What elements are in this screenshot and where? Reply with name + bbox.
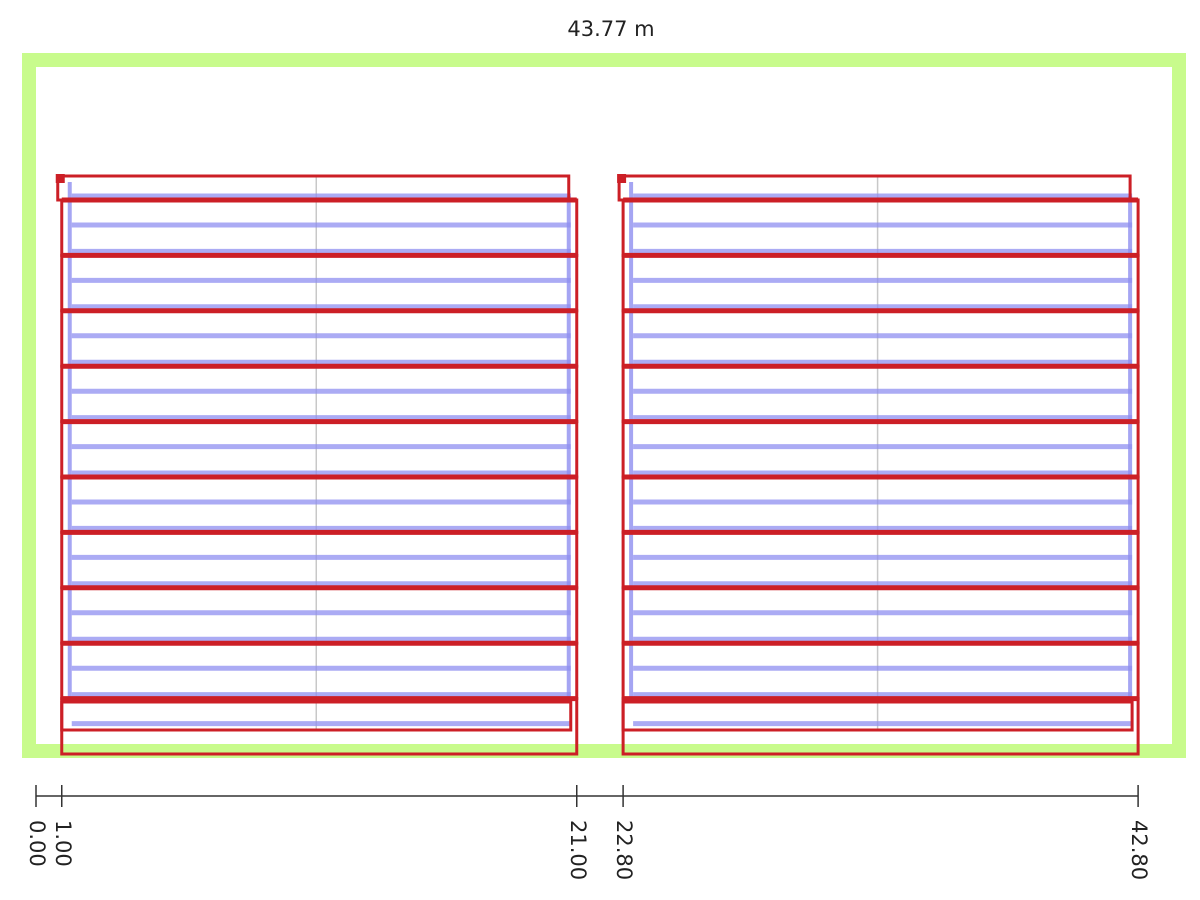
module-row	[621, 309, 1140, 368]
module-row	[60, 586, 579, 645]
module-row	[60, 253, 579, 313]
wiring-group	[67, 182, 571, 727]
module-row	[60, 475, 579, 534]
ruler-tick-label: 22.80	[612, 820, 636, 880]
module-row	[621, 253, 1140, 313]
module-row	[621, 364, 1140, 424]
module-row	[60, 309, 579, 368]
module-row	[60, 530, 579, 590]
wiring-group	[629, 182, 1133, 727]
module-row	[621, 475, 1140, 534]
total-width-label: 43.77 m	[567, 17, 654, 41]
site-boundary	[22, 53, 1186, 758]
module-outline-bottom	[621, 700, 1134, 732]
module-row	[621, 586, 1140, 645]
block-origin-marker	[617, 174, 627, 183]
module-row	[621, 420, 1140, 479]
ruler-tick-label: 0.00	[25, 820, 49, 867]
module-blocks	[55, 174, 1140, 756]
module-row	[60, 198, 579, 257]
module-outline-bottom	[60, 700, 573, 732]
module-row	[60, 364, 579, 424]
module-row	[621, 198, 1140, 257]
module-row	[621, 641, 1140, 701]
module-block-1	[55, 174, 579, 756]
module-row	[60, 641, 579, 701]
ruler-tick-label: 42.80	[1127, 820, 1151, 880]
module-block-2	[617, 174, 1140, 756]
ruler-tick-label: 21.00	[566, 820, 590, 880]
block-origin-marker	[55, 174, 65, 183]
module-row	[60, 420, 579, 479]
ruler-tick-label: 1.00	[51, 820, 75, 867]
module-row	[621, 530, 1140, 590]
